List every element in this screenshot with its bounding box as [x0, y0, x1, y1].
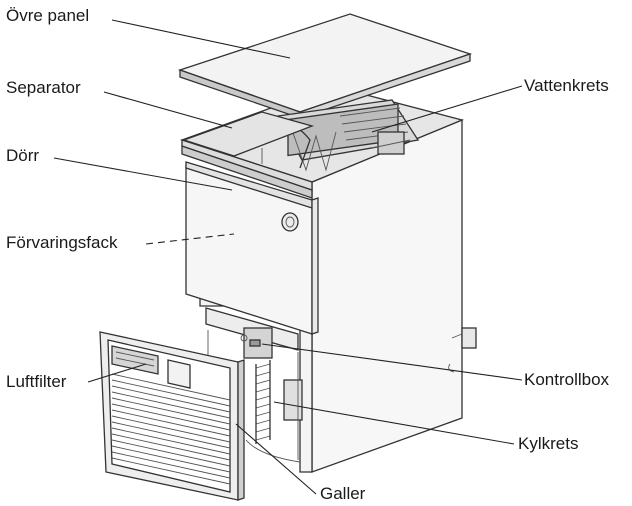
leader-forvaringsfack — [145, 233, 235, 245]
top-panel — [177, 13, 473, 119]
leader-separator — [103, 91, 233, 129]
leader-luftfilter — [87, 363, 147, 383]
leader-kylkrets — [273, 401, 515, 445]
leader-kontrollbox — [261, 343, 523, 381]
label-ovre-panel: Övre panel — [6, 6, 90, 25]
leader-lines — [53, 19, 523, 495]
label-dorr: Dörr — [6, 146, 40, 165]
water-circuit — [261, 99, 420, 172]
leader-galler — [235, 423, 317, 495]
label-galler: Galler — [320, 484, 366, 503]
leader-dorr — [53, 157, 233, 191]
lower-interior — [205, 307, 303, 463]
leader-vattenkrets — [371, 85, 523, 133]
label-kylkrets: Kylkrets — [518, 434, 579, 453]
separator — [181, 111, 315, 199]
label-kontrollbox: Kontrollbox — [524, 370, 610, 389]
label-luftfilter: Luftfilter — [6, 372, 67, 391]
leader-ovre-panel — [111, 19, 291, 59]
label-vattenkrets: Vattenkrets — [524, 76, 609, 95]
label-separator: Separator — [6, 78, 81, 97]
label-forvaringsfack: Förvaringsfack — [6, 233, 118, 252]
door — [185, 161, 319, 335]
grille — [99, 331, 245, 501]
